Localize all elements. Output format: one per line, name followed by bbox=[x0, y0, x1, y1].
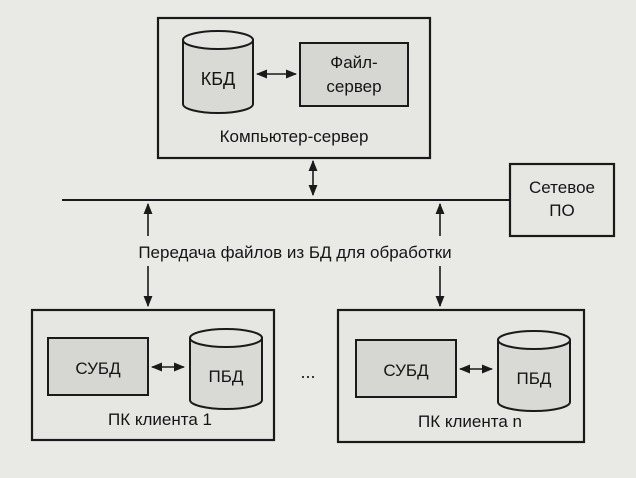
client-1-dbms-label: СУБД bbox=[75, 359, 121, 378]
file-server-box: Файл- сервер bbox=[299, 42, 409, 107]
client-n-dbms-label: СУБД bbox=[383, 361, 429, 380]
client-n-caption: ПК клиента n bbox=[418, 412, 522, 431]
transfer-label: Передача файлов из БД для обработки bbox=[138, 243, 451, 262]
network-software-label-line2: ПО bbox=[549, 201, 574, 220]
network-software-box: Сетевое ПО bbox=[508, 162, 616, 238]
client-1-database-label: ПБД bbox=[209, 367, 244, 386]
file-server-label-line2: сервер bbox=[326, 77, 381, 96]
client-n-database-cylinder: ПБД bbox=[497, 330, 571, 412]
client-n-database-label: ПБД bbox=[517, 369, 552, 388]
file-server-label-line1: Файл- bbox=[330, 53, 377, 72]
transfer-label-backdrop bbox=[94, 236, 496, 266]
client-pc-1: СУБД ПБД ПК клиента 1 bbox=[30, 308, 276, 442]
client-pc-n: СУБД ПБД ПК клиента n bbox=[336, 308, 586, 444]
central-database-cylinder: КБД bbox=[182, 30, 254, 114]
client-1-database-cylinder: ПБД bbox=[189, 328, 263, 410]
central-database-label: КБД bbox=[201, 69, 236, 89]
network-software-label-line1: Сетевое bbox=[529, 178, 595, 197]
server-caption: Компьютер-сервер bbox=[220, 127, 369, 146]
client-1-caption: ПК клиента 1 bbox=[108, 410, 212, 429]
server-computer: КБД Файл- сервер Компьютер-сервер bbox=[156, 16, 432, 160]
clients-ellipsis: ... bbox=[300, 362, 315, 382]
client-1-dbms-box: СУБД bbox=[47, 337, 149, 396]
client-n-dbms-box: СУБД bbox=[355, 339, 457, 398]
